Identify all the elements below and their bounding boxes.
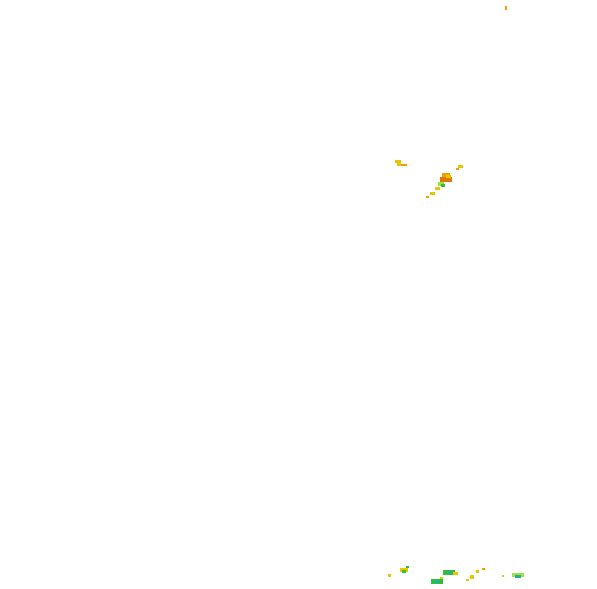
cluster-bottom-left <box>388 566 409 577</box>
blob-yellow <box>502 575 504 577</box>
blob-dark-orange <box>440 177 452 182</box>
blob-yellow <box>397 163 401 166</box>
blob-green <box>406 566 409 568</box>
blob-yellow <box>476 570 479 573</box>
blob-yellow <box>440 577 443 579</box>
cluster-top-right-speck <box>505 6 507 10</box>
blob-yellow <box>466 579 469 581</box>
blob-orange <box>482 568 485 570</box>
blob-yellow <box>435 187 440 190</box>
blob-yellow <box>458 165 463 168</box>
blob-yellow <box>388 574 391 577</box>
blob-green <box>402 570 406 573</box>
blob-green <box>441 184 445 187</box>
cluster-bottom-center <box>431 570 458 584</box>
blob-orange <box>505 6 507 10</box>
precipitation-blobs <box>388 6 524 584</box>
cluster-upper-main <box>426 165 463 198</box>
blob-yellow <box>470 575 474 579</box>
blob-teal <box>434 580 440 583</box>
blob-teal <box>447 571 451 574</box>
blob-yellow <box>453 572 458 575</box>
blob-orange <box>426 196 429 198</box>
blob-yellow <box>395 160 401 163</box>
blob-teal <box>515 575 521 578</box>
cluster-upper-left-small <box>395 160 407 166</box>
blob-orange <box>456 168 459 170</box>
blob-orange <box>401 164 407 166</box>
cluster-bottom-right <box>466 568 524 581</box>
blob-yellow <box>430 192 435 195</box>
blob-yellow <box>446 175 451 178</box>
